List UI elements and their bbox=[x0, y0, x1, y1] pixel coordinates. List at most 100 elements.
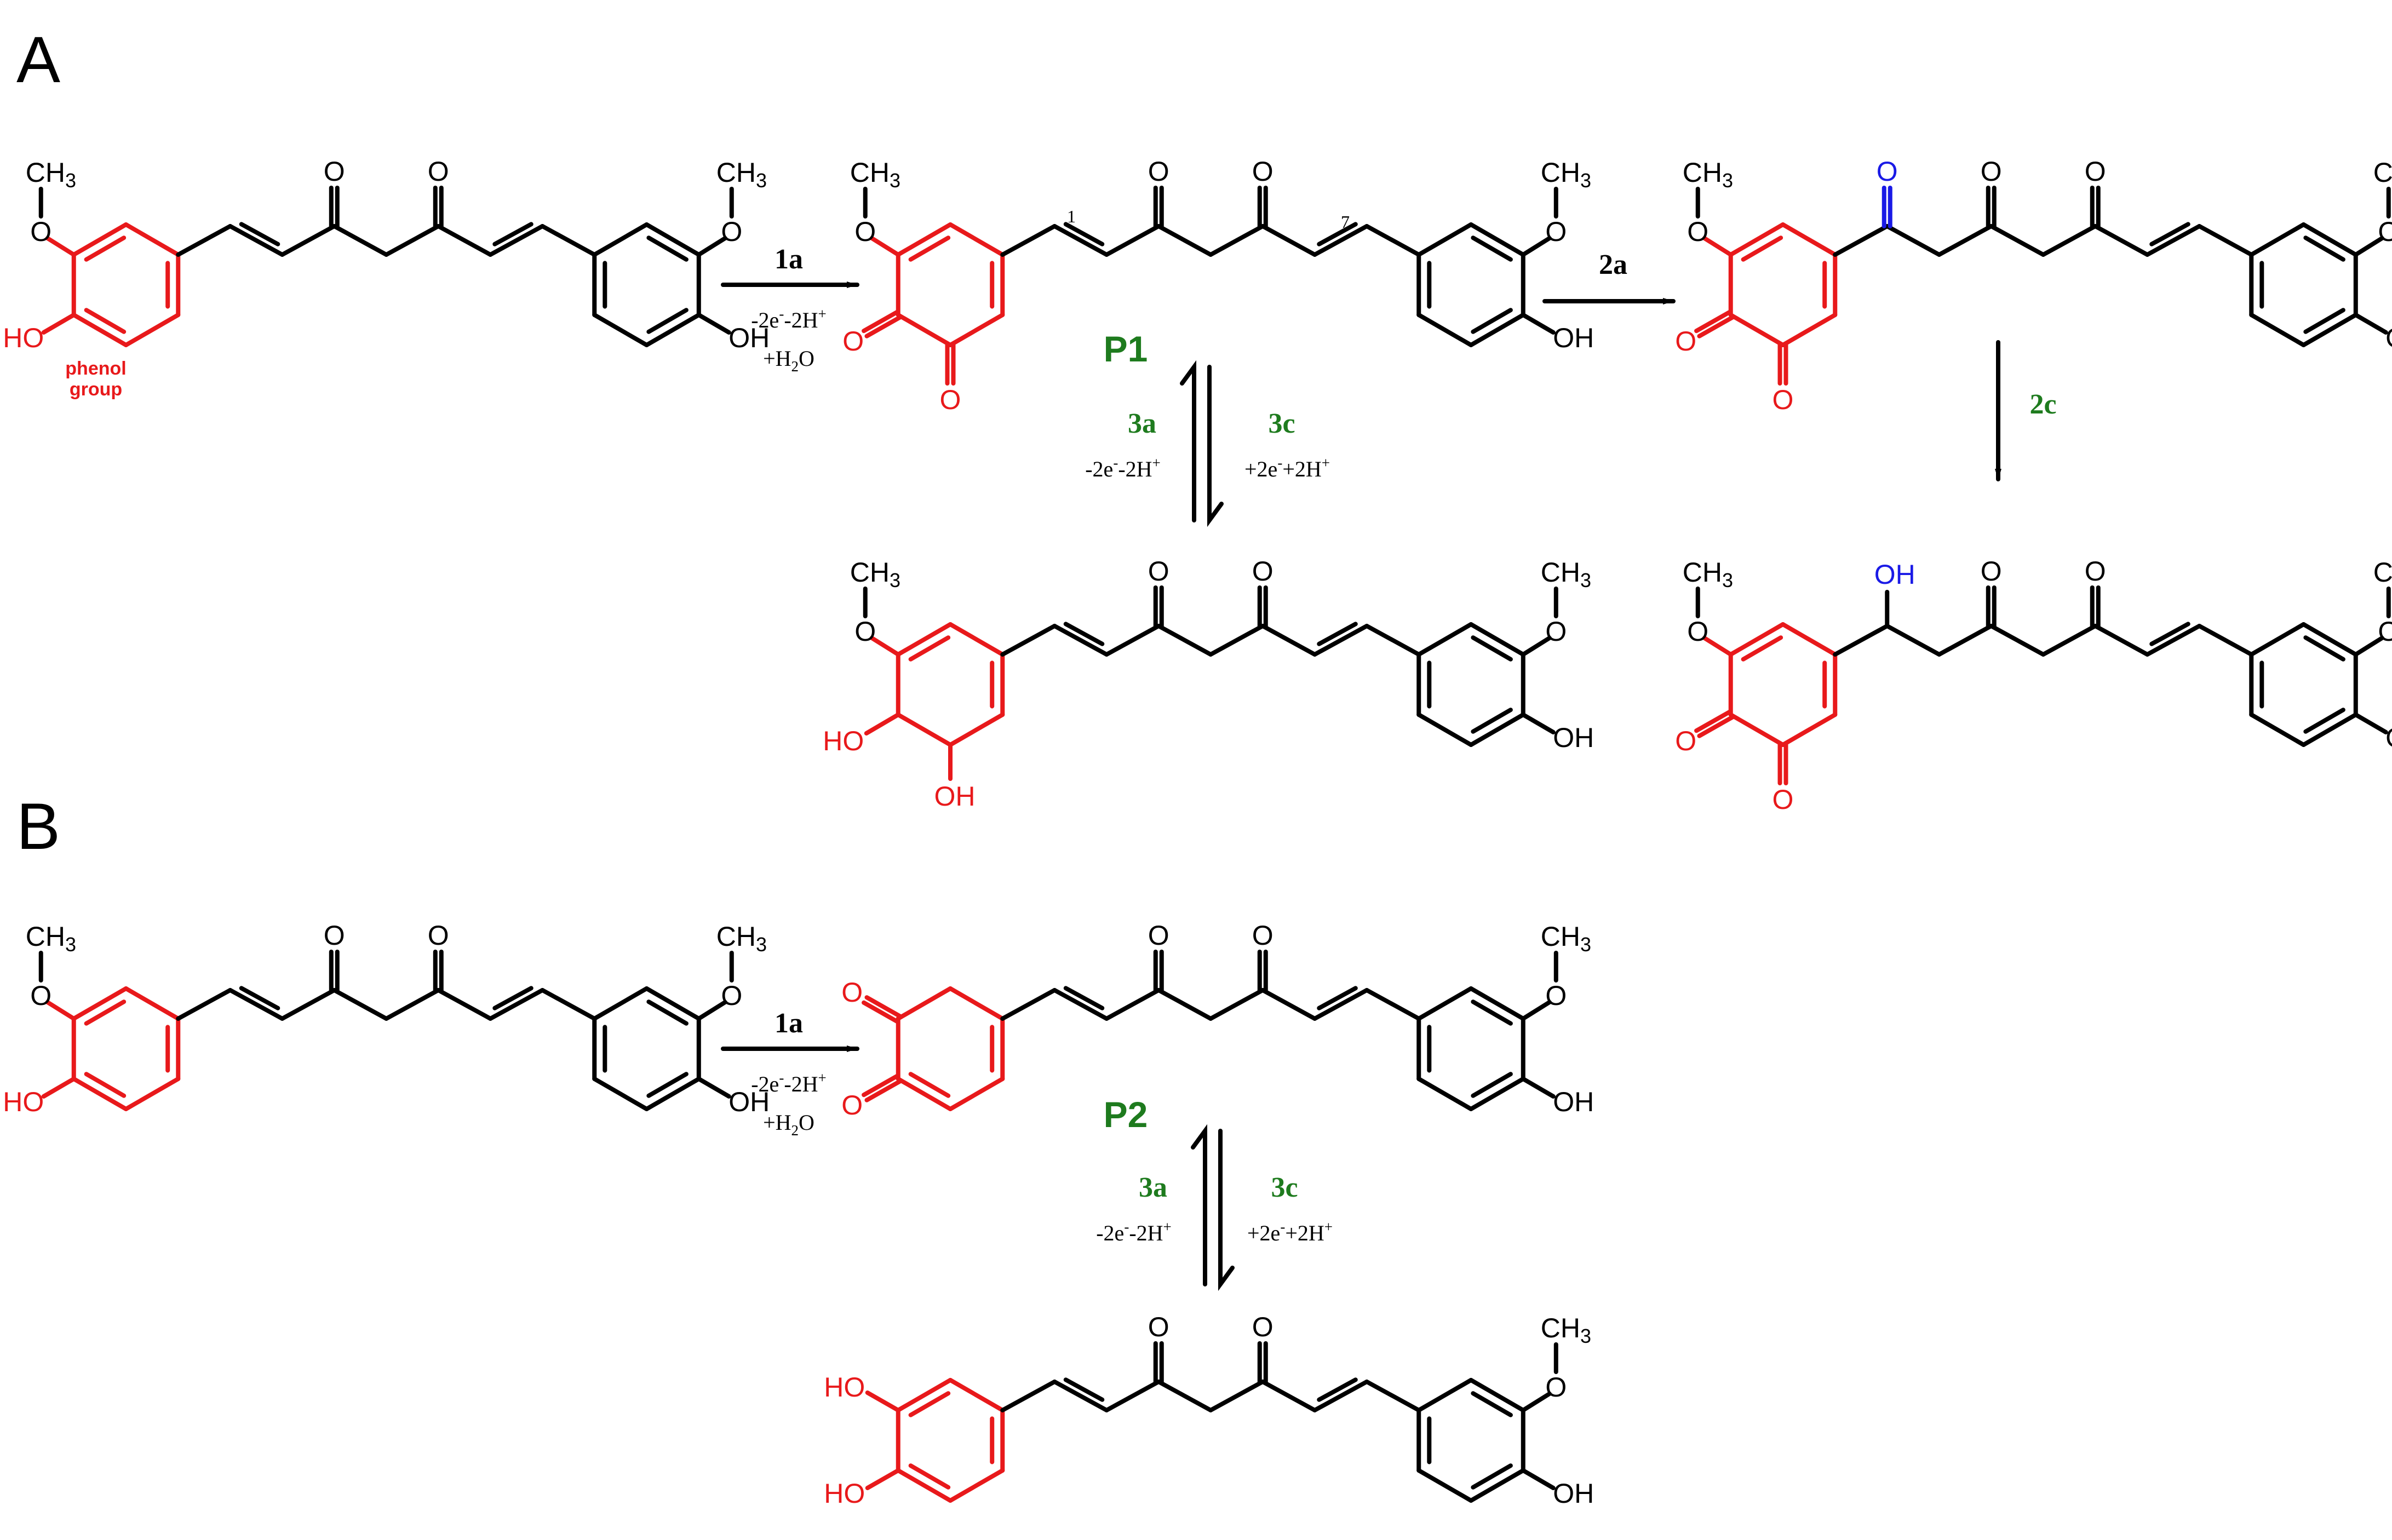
ring-double-bond bbox=[908, 635, 951, 662]
chain-bond bbox=[2041, 624, 2098, 657]
chain-bond bbox=[2197, 624, 2254, 657]
ring-bond bbox=[1416, 313, 1473, 347]
ketone-oxygen: O bbox=[1148, 920, 1169, 951]
alkene-bond bbox=[492, 222, 534, 246]
chain-bond bbox=[1000, 988, 1057, 1021]
alkene-bond bbox=[228, 988, 285, 1021]
ring-bond bbox=[1416, 1378, 1473, 1412]
methoxy-oxygen: O bbox=[854, 216, 876, 247]
chain-bond bbox=[1208, 1380, 1265, 1412]
carbonyl-bond bbox=[1697, 715, 1735, 738]
ketone-oxygen: O bbox=[428, 920, 449, 951]
ring-bond bbox=[644, 986, 701, 1021]
arrow-3a-panel-a bbox=[1180, 360, 1196, 522]
methyl-label: CH3 bbox=[716, 921, 767, 956]
ring-double-bond bbox=[1471, 1391, 1513, 1417]
methoxy-bond bbox=[1521, 636, 1552, 657]
methyl-label: CH3 bbox=[2373, 557, 2392, 591]
chain-bond bbox=[1208, 224, 1265, 257]
carbonyl-bond bbox=[862, 1000, 899, 1024]
ring-bond bbox=[896, 1077, 953, 1111]
chain-bond bbox=[1260, 1380, 1317, 1412]
phenol-hydroxyl: OH bbox=[1553, 1087, 1594, 1117]
molecules: OCH3HOOOOCH3OHOCH3OOOOOCH3OHOCH3OOOOOOCH… bbox=[3, 156, 2392, 1509]
alkene-bond bbox=[1063, 622, 1105, 646]
ring-double-bond bbox=[1471, 999, 1513, 1026]
ring-double-bond bbox=[1471, 1072, 1513, 1098]
ring-bond bbox=[1416, 622, 1473, 657]
quinone-oxygen: O bbox=[940, 384, 961, 415]
hydroxyl-bond bbox=[696, 1077, 731, 1099]
ring-bond bbox=[948, 986, 1005, 1021]
chain-bond bbox=[384, 224, 441, 257]
chain-bond bbox=[332, 224, 389, 257]
ring-bond bbox=[592, 986, 649, 1021]
chain-bond bbox=[1156, 624, 1213, 657]
ring-double-bond bbox=[646, 235, 689, 262]
ring-double-bond bbox=[1741, 635, 1783, 662]
ring-bond bbox=[71, 222, 128, 257]
step-1a-panel-a: 1a bbox=[775, 244, 803, 275]
chain-bond bbox=[1260, 624, 1317, 657]
methoxy-oxygen: O bbox=[1545, 1372, 1567, 1403]
methoxy-oxygen: O bbox=[1545, 980, 1567, 1011]
chain-bond bbox=[1104, 988, 1161, 1021]
alkene-bond bbox=[1063, 1377, 1105, 1402]
ring-double-bond bbox=[2303, 635, 2345, 662]
alkene-bond bbox=[2145, 624, 2202, 657]
ring-bond bbox=[1469, 622, 1525, 657]
phenol-hydroxyl: OH bbox=[2385, 323, 2392, 353]
ring-double-bond bbox=[1471, 235, 1513, 262]
ring-double-bond bbox=[908, 1391, 951, 1417]
chain-bond bbox=[1156, 224, 1213, 257]
chain-bond bbox=[2093, 224, 2150, 257]
ring-bond bbox=[1728, 313, 1785, 347]
ring-bond bbox=[1416, 222, 1473, 257]
ring-bond bbox=[1781, 622, 1838, 657]
ring-bond bbox=[1781, 712, 1838, 747]
step-3a-panel-a: 3a bbox=[1128, 408, 1156, 439]
methoxy-bond bbox=[1521, 1392, 1552, 1412]
diol-hydroxyl: HO bbox=[823, 726, 864, 756]
alkene-bond bbox=[2149, 622, 2190, 646]
water-1a-panel-a: +H2O bbox=[763, 346, 814, 375]
ring-bond bbox=[1728, 622, 1785, 657]
chain-bond bbox=[436, 988, 493, 1021]
ketone-oxygen: O bbox=[1148, 156, 1169, 187]
ring-bond bbox=[2301, 222, 2358, 257]
alkene-bond bbox=[2145, 224, 2202, 257]
alkene-bond bbox=[1063, 222, 1105, 246]
chain-bond bbox=[1000, 224, 1057, 257]
chain-bond bbox=[176, 224, 233, 257]
arrow-3c-panel-a bbox=[1207, 365, 1224, 527]
methoxy-bond bbox=[1521, 1000, 1552, 1021]
water-1a-panel-b: +H2O bbox=[763, 1110, 814, 1139]
ring-bond bbox=[896, 1468, 953, 1503]
methoxy-bond bbox=[1521, 236, 1552, 257]
methoxy-oxygen: O bbox=[30, 216, 51, 247]
methoxy-oxygen: O bbox=[2378, 216, 2392, 247]
quinone-oxygen: O bbox=[841, 1090, 863, 1120]
hydroxyl-bond bbox=[2353, 313, 2388, 335]
phenol-hydroxyl: HO bbox=[3, 1087, 44, 1117]
chain-bond bbox=[1208, 624, 1265, 657]
ketone-oxygen: O bbox=[1252, 156, 1274, 187]
methoxy-oxygen: O bbox=[1687, 616, 1708, 647]
ring-bond bbox=[124, 1077, 181, 1111]
ring-bond bbox=[644, 313, 701, 347]
ketone-oxygen: O bbox=[1252, 556, 1274, 587]
hydroxyl-bond bbox=[1521, 313, 1556, 335]
hydroxyl-bond bbox=[1521, 712, 1556, 734]
ring-bond bbox=[948, 622, 1005, 657]
